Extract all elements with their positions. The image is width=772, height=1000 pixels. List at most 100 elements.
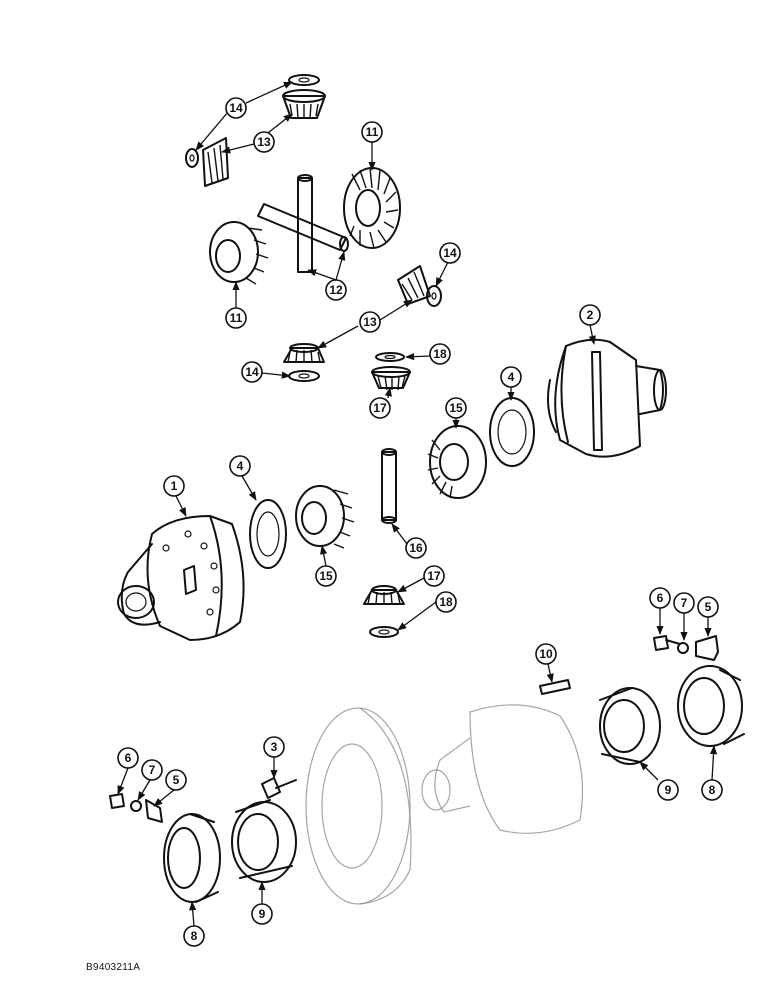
shim-right — [489, 397, 535, 467]
svg-text:1: 1 — [171, 479, 178, 493]
adjusting-nut-left — [163, 813, 221, 903]
ring-gear-ghost — [305, 707, 412, 905]
callout-18: 18 — [435, 591, 457, 613]
lock-plate-left — [145, 799, 163, 823]
washer-right — [677, 642, 689, 654]
svg-text:9: 9 — [259, 907, 266, 921]
svg-text:13: 13 — [257, 135, 271, 149]
svg-text:11: 11 — [366, 125, 379, 139]
bearing-left — [231, 799, 297, 883]
svg-text:17: 17 — [427, 569, 441, 583]
adjusting-nut-right — [677, 665, 745, 747]
svg-text:6: 6 — [125, 751, 132, 765]
leader-lines — [117, 81, 718, 927]
svg-text:18: 18 — [433, 347, 447, 361]
callout-7: 7 — [141, 759, 163, 781]
lock-plate-right — [695, 635, 719, 661]
callout-9: 9 — [657, 779, 679, 801]
ring-gear-bolt — [261, 777, 297, 799]
callout-2: 2 — [579, 304, 601, 326]
figure-code: B9403211A — [86, 962, 141, 973]
svg-text:18: 18 — [439, 595, 453, 609]
bolt-left — [109, 793, 125, 809]
svg-text:8: 8 — [709, 783, 716, 797]
svg-text:3: 3 — [271, 740, 278, 754]
side-gear-15-right — [427, 425, 487, 499]
callout-12: 12 — [325, 279, 347, 301]
svg-text:14: 14 — [229, 101, 243, 115]
callout-17: 17 — [423, 565, 445, 587]
callout-16: 16 — [405, 537, 427, 559]
callout-8: 8 — [183, 925, 205, 947]
svg-text:15: 15 — [449, 401, 463, 415]
callout-4: 4 — [500, 366, 522, 388]
side-gear-right — [343, 167, 401, 249]
svg-text:10: 10 — [539, 647, 553, 661]
pinion-gear-17-upper — [371, 366, 411, 391]
svg-text:17: 17 — [373, 401, 387, 415]
svg-text:14: 14 — [443, 246, 457, 260]
callout-15: 15 — [445, 397, 467, 419]
cross-shaft — [257, 174, 349, 273]
callout-13: 13 — [359, 311, 381, 333]
svg-text:8: 8 — [191, 929, 198, 943]
svg-text:6: 6 — [657, 591, 664, 605]
svg-text:9: 9 — [665, 783, 672, 797]
callout-5: 5 — [165, 769, 187, 791]
callout-4: 4 — [229, 455, 251, 477]
svg-text:7: 7 — [149, 763, 156, 777]
callout-14: 14 — [241, 361, 263, 383]
svg-text:5: 5 — [705, 600, 712, 614]
callout-11: 11 — [225, 307, 247, 329]
callout-8: 8 — [701, 779, 723, 801]
washer-left — [130, 800, 142, 812]
svg-text:4: 4 — [237, 459, 244, 473]
svg-text:16: 16 — [409, 541, 423, 555]
bearing-right — [599, 687, 661, 765]
differential-case — [117, 515, 245, 641]
callout-11: 11 — [361, 121, 383, 143]
thrust-washer-lower — [288, 370, 320, 382]
thrust-washer-18-lower — [369, 626, 399, 638]
pinion-shaft-pin — [381, 448, 397, 524]
svg-text:13: 13 — [363, 315, 377, 329]
callout-10: 10 — [535, 643, 557, 665]
thrust-washer-right — [426, 285, 442, 307]
thrust-washer-left — [185, 148, 199, 168]
shim-left — [249, 499, 287, 569]
thrust-washer-top — [288, 74, 320, 86]
dowel-pin — [539, 679, 571, 695]
svg-text:2: 2 — [587, 308, 594, 322]
callout-9: 9 — [251, 903, 273, 925]
callout-14: 14 — [225, 97, 247, 119]
callout-3: 3 — [263, 736, 285, 758]
differential-case-half — [547, 338, 667, 458]
callout-6: 6 — [649, 587, 671, 609]
callout-18: 18 — [429, 343, 451, 365]
callout-5: 5 — [697, 596, 719, 618]
callout-14: 14 — [439, 242, 461, 264]
side-gear-15-left — [295, 485, 355, 549]
svg-text:5: 5 — [173, 773, 180, 787]
pinion-gear-lower — [283, 343, 325, 363]
callout-1: 1 — [163, 475, 185, 497]
callout-7: 7 — [673, 592, 695, 614]
side-gear-left — [209, 221, 269, 285]
bolt-right — [653, 635, 681, 651]
svg-text:4: 4 — [508, 370, 515, 384]
callout-13: 13 — [253, 131, 275, 153]
assembled-case-ghost — [421, 704, 584, 834]
pinion-gear-right — [397, 265, 431, 305]
svg-text:12: 12 — [329, 283, 343, 297]
callout-6: 6 — [117, 747, 139, 769]
pinion-gear-17-lower — [363, 585, 405, 605]
callout-17: 17 — [369, 397, 391, 419]
svg-text:14: 14 — [245, 365, 259, 379]
pinion-gear-left — [202, 137, 229, 187]
thrust-washer-18-upper — [375, 352, 405, 362]
callout-15: 15 — [315, 565, 337, 587]
svg-text:15: 15 — [319, 569, 333, 583]
svg-text:7: 7 — [681, 596, 688, 610]
pinion-gear-top — [282, 89, 326, 119]
